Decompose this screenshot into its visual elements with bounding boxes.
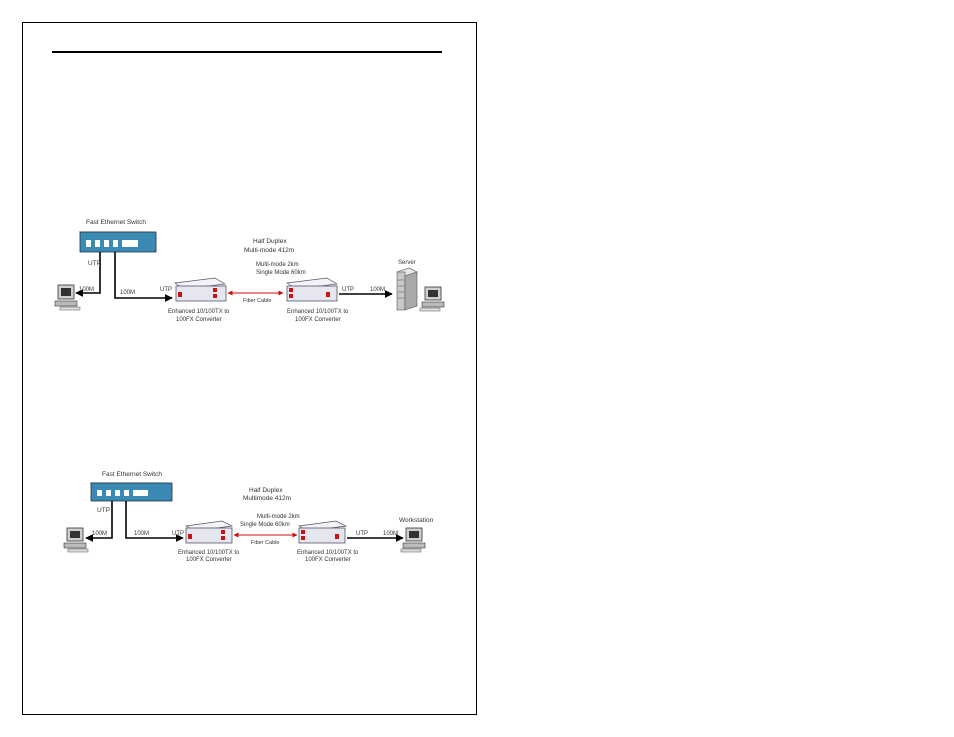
cable-to-converter-1-2 [125, 501, 184, 542]
fiber-spec-2-2: Single Mode 60km [240, 522, 290, 528]
duplex-label: Half Duplex [253, 238, 287, 245]
cable-to-pc-2 [85, 501, 113, 542]
server [396, 267, 418, 311]
left-link-label-2: 100M [92, 531, 107, 537]
fast-ethernet-switch-2 [89, 482, 174, 502]
duplex-distance: Multi-mode 412m [244, 247, 294, 254]
converter-1-line1-2: Enhanced 10/100TX to [178, 550, 240, 556]
utp-right-label: UTP [342, 287, 354, 293]
converter-2-2 [297, 520, 348, 544]
server-label: Server [398, 260, 416, 266]
converter-2-line1-2: Enhanced 10/100TX to [297, 550, 359, 556]
duplex-label-2: Half Duplex [249, 487, 283, 494]
converter-1-line1: Enhanced 10/100TX to [168, 309, 230, 315]
converter-1 [174, 277, 227, 302]
fiber-spec-1-2: Multi-mode 2km [257, 514, 300, 520]
header-rule [52, 51, 442, 53]
pc-left [54, 284, 81, 311]
switch-label: Fast Ethernet Switch [86, 219, 146, 226]
utp-top-label-2: UTP [97, 507, 110, 514]
converter-2 [286, 277, 339, 302]
duplex-distance-2: Multimode 412m [243, 495, 291, 502]
converter-1-line2: 100FX Converter [176, 317, 222, 323]
converter-2-line1: Enhanced 10/100TX to [287, 309, 349, 315]
diagram-1: Fast Ethernet Switch UTP 100M 100M UTP E… [54, 219, 445, 323]
fiber-spec-2: Single Mode 60km [256, 270, 306, 276]
pc-left-2 [63, 527, 89, 553]
fast-ethernet-switch [79, 231, 157, 253]
utp-right-label-2: UTP [356, 531, 368, 537]
workstation [400, 527, 426, 553]
cable-to-converter-1 [114, 252, 173, 302]
page-frame [22, 22, 477, 715]
mid-link-label: 100M [120, 290, 135, 296]
converter-2-line2: 100FX Converter [295, 317, 341, 323]
utp-left-label-2: UTP [172, 531, 184, 537]
converter-1-line2-2: 100FX Converter [186, 557, 232, 563]
utp-top-label: UTP [88, 260, 101, 267]
workstation-label: Workstation [399, 517, 434, 524]
fiber-label-2: Fiber Cable [251, 540, 279, 546]
mid-link-label-2: 100M [134, 531, 149, 537]
converter-2-line2-2: 100FX Converter [305, 557, 351, 563]
switch-label-2: Fast Ethernet Switch [102, 471, 162, 478]
cable-to-pc [75, 252, 101, 297]
left-link-label: 100M [79, 287, 94, 293]
converter-1-2 [184, 520, 234, 544]
utp-left-label: UTP [160, 287, 172, 293]
pc-right [419, 286, 445, 312]
fiber-spec-1: Multi-mode 2km [256, 262, 299, 268]
right-link-label: 100M [370, 287, 385, 293]
fiber-label: Fiber Cable [243, 298, 271, 304]
diagram-2: Fast Ethernet Switch UTP 100M 100M UTP E… [63, 471, 434, 563]
right-link-label-2: 100M [383, 531, 398, 537]
